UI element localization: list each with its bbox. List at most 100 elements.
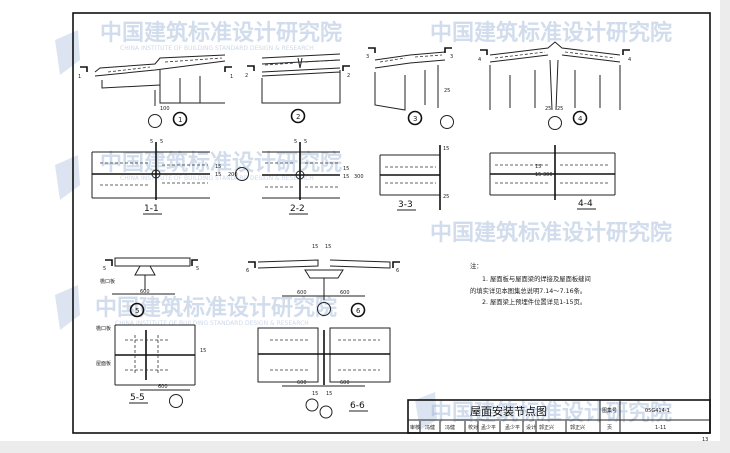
drawing-label: 3 xyxy=(413,115,417,123)
drawing-label: 25 xyxy=(557,106,563,112)
drawing-line xyxy=(125,335,170,375)
drawing-label: 15 xyxy=(326,391,332,397)
drawing-label: 郭正兴 xyxy=(570,424,585,431)
drawing-label: 15 xyxy=(535,164,541,170)
detail-1-circle xyxy=(172,111,188,127)
drawing-label: 4 xyxy=(578,115,583,123)
section-2-2: 5 5 15 15 300 2-2 xyxy=(262,139,364,215)
watermark-text: 中国建筑标准设计研究院 xyxy=(100,20,342,46)
drawing-label: 孟少平 xyxy=(505,424,520,431)
drawing-line xyxy=(100,162,208,186)
drawing-label: 300 xyxy=(543,172,553,178)
drawing-line xyxy=(368,47,452,53)
drawing-label: 15 xyxy=(343,174,349,180)
drawing-label: 200 xyxy=(228,172,238,178)
section-3-3: 15 25 3-3 xyxy=(379,145,449,211)
drawing-line xyxy=(92,142,210,200)
drawing-line xyxy=(494,51,616,59)
watermark-text-en: CHINA INSTITUTE OF BUILDING STANDARD DES… xyxy=(120,175,314,182)
drawing-line xyxy=(265,162,338,188)
drawing-label: 25 xyxy=(444,88,450,94)
index-circle xyxy=(305,398,319,412)
drawing-line xyxy=(490,145,615,200)
section-4-4: 15 15 300 4-4 xyxy=(489,145,616,210)
index-circle xyxy=(148,114,162,128)
drawing-label: 的填实详见本图集总说明7.14～7.16条。 xyxy=(470,286,586,295)
drawing-label: 注： xyxy=(470,261,483,270)
section-5-5: 檐口板 屋面板 15 600 5-5 xyxy=(96,324,206,408)
drawing-label: 5 xyxy=(304,139,307,145)
drawing-line xyxy=(419,421,567,433)
detail-5-circle xyxy=(129,302,145,318)
drawing-label: 6-6 xyxy=(350,401,365,411)
drawing-label: 300 xyxy=(354,174,364,180)
section-1-1: 5 5 15 15 200 1-1 xyxy=(91,139,249,215)
drawing-line xyxy=(151,169,161,179)
section-6-6: 600 600 15 15 6-6 xyxy=(257,327,391,419)
drawing-label: 郭正兴 xyxy=(539,424,554,431)
title-block: 屋面安装节点图 图集号 05G414-1 审核 冯健 冯健 校对 孟少平 孟少平… xyxy=(407,399,711,434)
drawing-label: 600 xyxy=(297,380,307,386)
drawing-label: 檐口板 xyxy=(96,325,111,332)
drawing-label: 5 xyxy=(135,307,139,315)
drawing-label: 6 xyxy=(396,268,399,274)
drawing-label: 页 xyxy=(607,425,612,431)
drawing-line xyxy=(105,259,198,266)
drawing-label: 5 xyxy=(150,139,153,145)
drawing-label: 5 xyxy=(103,266,106,272)
drawing-line xyxy=(80,66,232,72)
drawing-label: 15 xyxy=(215,172,221,178)
drawing-label: 600 xyxy=(140,289,150,295)
drawing-title: 屋面安装节点图 xyxy=(470,404,547,418)
drawing-label: 设计 xyxy=(526,424,536,431)
drawing-line xyxy=(385,166,436,184)
drawing-label: 1. 屋面板与屋面梁的焊接及屋面板缝间 xyxy=(482,274,591,283)
drawing-line xyxy=(374,51,446,111)
drawing-label: 1 xyxy=(230,74,233,80)
drawing-label: 2-2 xyxy=(290,204,305,214)
drawing-line xyxy=(262,151,340,199)
drawing-label: 4 xyxy=(628,57,631,63)
detail-4-circle xyxy=(572,110,588,126)
notes: 注： 1. 屋面板与屋面梁的焊接及屋面板缝间 的填实详见本图集总说明7.14～7… xyxy=(470,261,591,306)
drawing-label: 2 xyxy=(245,73,248,79)
drawing-label: 校对 xyxy=(468,424,478,431)
watermark-logo xyxy=(55,285,80,330)
drawing-label: 5 xyxy=(196,266,199,272)
drawing-label: 15 xyxy=(215,164,221,170)
drawing-line xyxy=(480,49,630,55)
drawing-label: 5 xyxy=(294,139,297,145)
drawing-label: 15 xyxy=(312,391,318,397)
drawing-line xyxy=(91,151,210,199)
drawing-label: 檐口板 xyxy=(100,278,115,285)
drawing-line xyxy=(257,327,391,383)
watermark-text: 中国建筑标准设计研究院 xyxy=(430,400,672,426)
detail-2-circle xyxy=(290,108,306,124)
drawing-label: 4 xyxy=(478,57,481,63)
drawing-label: 4-4 xyxy=(578,199,593,209)
detail-3-circle xyxy=(407,110,423,126)
index-circle xyxy=(440,115,454,129)
drawing-line xyxy=(407,399,711,434)
detail-2: 2 2 2 xyxy=(245,53,350,124)
index-circle xyxy=(317,302,331,316)
detail-4: 4 4 25 25 4 xyxy=(478,41,631,130)
drawing-label: 3 xyxy=(366,54,369,60)
drawing-line xyxy=(114,257,191,290)
drawing-label: 1 xyxy=(178,116,182,124)
drawing-line xyxy=(489,152,616,196)
index-circle xyxy=(548,116,562,130)
drawing-label: 15 xyxy=(325,244,331,250)
drawing-label: 冯健 xyxy=(445,424,455,431)
drawing-label: 15 xyxy=(535,172,541,178)
watermark-text-en: CHINA INSTITUTE OF BUILDING STANDARD DES… xyxy=(115,320,309,327)
atlas-number: 05G414-1 xyxy=(645,408,670,414)
drawing-label: 600 xyxy=(297,290,307,296)
drawing-label: 600 xyxy=(340,290,350,296)
drawing-label: 6 xyxy=(246,268,249,274)
drawing-label: 600 xyxy=(158,384,168,390)
drawing-label: 15 xyxy=(443,146,449,152)
drawing-line xyxy=(297,57,303,69)
drawing-label: 图集号 xyxy=(602,407,617,414)
